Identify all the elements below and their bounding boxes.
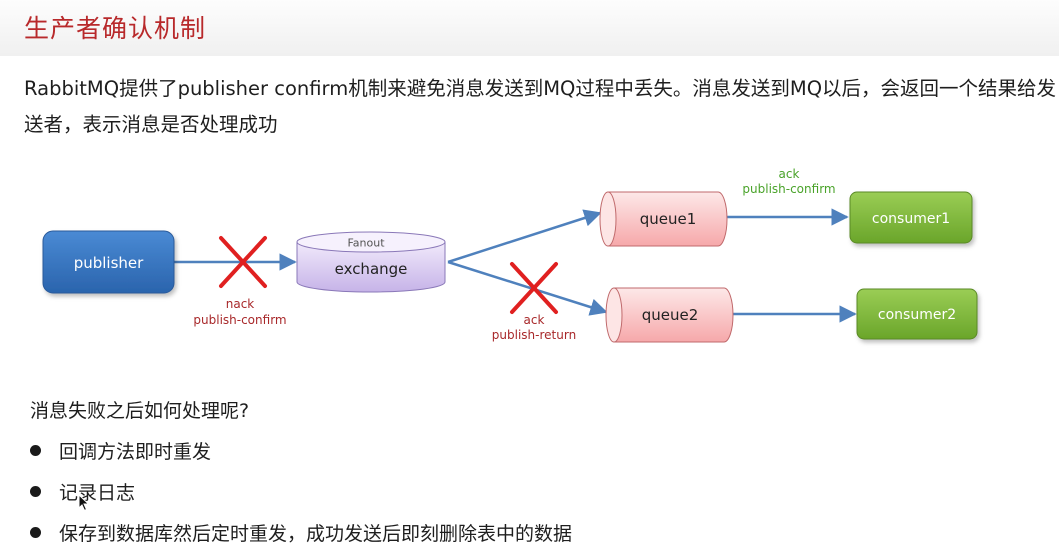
page-title: 生产者确认机制 <box>24 14 207 43</box>
nack-label: nack <box>226 297 255 311</box>
exchange-cylinder: Fanout exchange <box>296 231 446 293</box>
intro-paragraph: RabbitMQ提供了publisher confirm机制来避免消息发送到MQ… <box>24 77 1057 136</box>
bullet-icon <box>30 445 41 456</box>
list-item: 回调方法即时重发 <box>30 430 572 471</box>
publisher-box: publisher <box>42 230 175 294</box>
consumer1-label: consumer1 <box>872 211 950 227</box>
bullet-icon <box>30 486 41 497</box>
mouse-pointer-icon <box>78 494 90 512</box>
consumer1-box: consumer1 <box>849 191 973 244</box>
list-item-label: 回调方法即时重发 <box>59 441 212 463</box>
arrow-exchange-to-queue1 <box>447 209 602 264</box>
consumer2-box: consumer2 <box>856 288 978 340</box>
ack-return-sublabel: publish-return <box>492 328 576 342</box>
cross-icon <box>219 236 267 288</box>
bullet-icon <box>30 527 41 538</box>
ack-return-label: ack <box>524 313 545 327</box>
exchange-type-label: Fanout <box>347 237 385 250</box>
publisher-confirm-diagram: publisher Fanout exchange queue1 queue2 … <box>42 167 978 343</box>
queue1-cylinder: queue1 <box>599 191 728 247</box>
cross-icon <box>510 262 558 314</box>
queue2-label: queue2 <box>642 306 699 324</box>
nack-sublabel: publish-confirm <box>193 313 286 327</box>
arrow-exchange-to-queue2 <box>447 260 608 316</box>
list-item: 记录日志 <box>30 471 572 512</box>
ack-confirm-label: ack <box>779 167 800 181</box>
solution-list: 回调方法即时重发 记录日志 保存到数据库然后定时重发，成功发送后即刻删除表中的数… <box>30 430 572 553</box>
publisher-label: publisher <box>74 254 144 272</box>
title-bar: 生产者确认机制 <box>0 0 1059 56</box>
queue2-cylinder: queue2 <box>605 287 734 343</box>
list-item-label: 记录日志 <box>59 482 136 504</box>
consumer2-label: consumer2 <box>878 307 956 323</box>
list-item-label: 保存到数据库然后定时重发，成功发送后即刻删除表中的数据 <box>59 523 573 545</box>
question-text: 消息失败之后如何处理呢? <box>30 400 250 422</box>
exchange-label: exchange <box>335 260 408 278</box>
ack-confirm-sublabel: publish-confirm <box>742 182 835 196</box>
queue1-label: queue1 <box>640 210 697 228</box>
list-item: 保存到数据库然后定时重发，成功发送后即刻删除表中的数据 <box>30 512 572 553</box>
